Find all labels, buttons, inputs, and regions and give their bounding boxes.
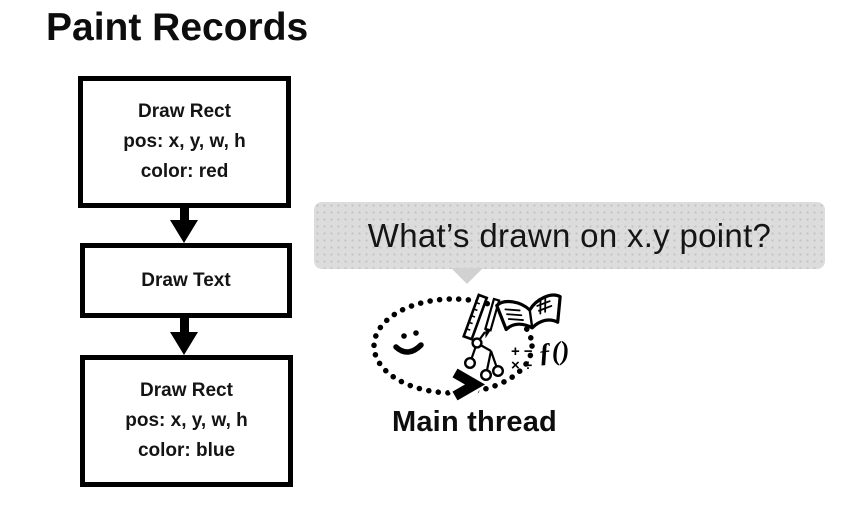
function-notation-icon: ƒ() xyxy=(536,335,570,368)
box-line: Draw Text xyxy=(141,269,231,291)
dotted-loop-icon xyxy=(371,296,535,396)
page-title: Paint Records xyxy=(46,6,309,49)
speech-bubble-tail-icon xyxy=(451,268,483,284)
ruler-icon xyxy=(462,293,489,341)
open-book-icon xyxy=(495,293,562,332)
arrow-head xyxy=(170,220,198,243)
paint-record-box-draw-rect-blue: Draw Rect pos: x, y, w, h color: blue xyxy=(80,355,293,487)
arrow-stem xyxy=(179,318,189,332)
main-thread-illustration: + − × ÷ ƒ() xyxy=(371,293,571,401)
math-symbols-times-divide: × ÷ xyxy=(511,357,532,374)
paint-record-box-draw-text: Draw Text xyxy=(80,243,292,318)
chevron-right-icon xyxy=(452,368,486,401)
arrow-head xyxy=(170,332,198,355)
main-thread-label: Main thread xyxy=(392,406,557,438)
speech-bubble: What’s drawn on x.y point? xyxy=(314,202,825,269)
box-line: color: blue xyxy=(137,440,236,461)
box-line: Draw Rect xyxy=(138,101,231,122)
tree-graph-icon xyxy=(463,331,504,381)
box-line: color: red xyxy=(140,161,229,182)
box-line: pos: x, y, w, h xyxy=(125,410,248,431)
smiley-face-icon xyxy=(393,330,424,355)
math-symbols-plus-minus: + − xyxy=(511,343,533,360)
box-line: pos: x, y, w, h xyxy=(123,131,246,152)
flow-arrow-down-icon xyxy=(170,318,198,355)
flow-arrow-down-icon xyxy=(170,207,198,243)
speech-bubble-text: What’s drawn on x.y point? xyxy=(367,216,772,254)
box-line: Draw Rect xyxy=(140,380,233,401)
arrow-stem xyxy=(179,207,189,220)
paint-record-box-draw-rect-red: Draw Rect pos: x, y, w, h color: red xyxy=(78,76,291,208)
